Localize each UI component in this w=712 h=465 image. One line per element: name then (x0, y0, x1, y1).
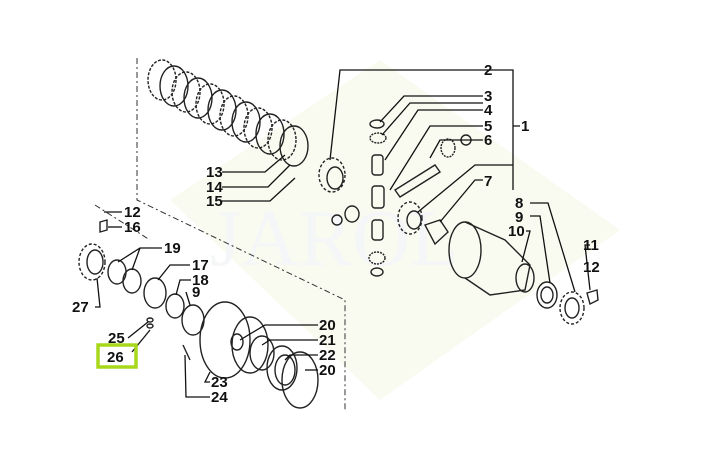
label-4: 4 (484, 102, 493, 119)
clutch-disc (219, 95, 249, 137)
label-27: 27 (72, 299, 89, 316)
label-18: 18 (192, 272, 209, 289)
label-19: 19 (164, 240, 181, 257)
label-26: 26 (107, 349, 124, 366)
label-24: 24 (211, 389, 228, 406)
differential-pinions (331, 119, 472, 277)
assembly-frame (136, 58, 346, 410)
leader-lines (95, 69, 591, 398)
label-15: 15 (206, 193, 223, 210)
clutch-disc (267, 119, 297, 161)
clutch-disc (255, 113, 285, 155)
label-20-b: 20 (319, 362, 336, 379)
label-20: 20 (319, 317, 336, 334)
label-1: 1 (521, 118, 529, 135)
highlight-box (96, 343, 138, 369)
label-2: 2 (484, 62, 492, 79)
label-10: 10 (508, 223, 525, 240)
label-7: 7 (484, 173, 492, 190)
label-3: 3 (484, 88, 492, 105)
label-13: 13 (206, 164, 223, 181)
clutch-disc (171, 71, 201, 113)
watermark: JAROL (170, 60, 620, 400)
label-21: 21 (319, 332, 336, 349)
label-17: 17 (192, 257, 209, 274)
clutch-disc (195, 83, 225, 125)
label-14: 14 (206, 179, 223, 196)
bevel-gear (318, 157, 346, 193)
clutch-disc (243, 107, 273, 149)
label-8: 8 (515, 195, 523, 212)
label-25: 25 (108, 330, 125, 347)
clutch-disc (147, 59, 177, 101)
callout-labels: 2 3 4 5 6 1 7 8 9 10 11 12 13 14 15 12 1… (72, 62, 600, 406)
clutch-disc-stack (147, 59, 309, 167)
label-12-left: 12 (124, 204, 141, 221)
assembly-frame-left (94, 204, 151, 241)
label-9: 9 (515, 209, 523, 226)
label-23: 23 (211, 374, 228, 391)
clutch-disc (159, 65, 189, 107)
label-6: 6 (484, 132, 492, 149)
label-12: 12 (583, 259, 600, 276)
clutch-disc (183, 77, 213, 119)
clutch-disc (279, 125, 309, 167)
label-16: 16 (124, 219, 141, 236)
svg-text:JAROL: JAROL (210, 195, 459, 283)
label-9-left: 9 (192, 284, 200, 301)
clutch-disc (207, 89, 237, 131)
clutch-disc (231, 101, 261, 143)
differential-housing (397, 201, 599, 325)
label-5: 5 (484, 118, 492, 135)
label-11: 11 (583, 237, 599, 254)
label-22: 22 (319, 347, 336, 364)
left-bearing-assembly (78, 219, 319, 409)
